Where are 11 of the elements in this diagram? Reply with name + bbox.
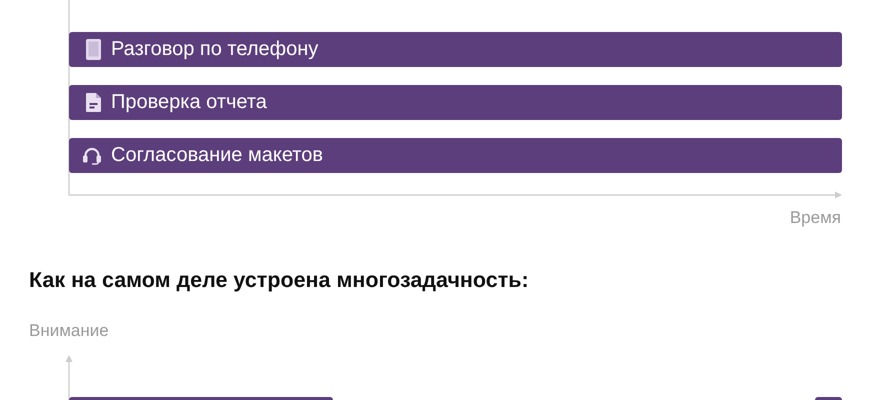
task-bar (69, 85, 842, 120)
axis-label: Время (790, 208, 841, 228)
task-label: Разговор по телефону (111, 37, 318, 62)
section-heading: Как на самом деле устроена многозадачность: (29, 268, 529, 294)
task-label: Проверка отчета (111, 90, 267, 115)
task-bar (69, 138, 842, 173)
axis-label: Внимание (29, 321, 109, 342)
task-label: Согласование макетов (111, 143, 323, 168)
task-bar (69, 32, 842, 67)
task-bar (815, 397, 842, 400)
task-bar (69, 397, 333, 400)
